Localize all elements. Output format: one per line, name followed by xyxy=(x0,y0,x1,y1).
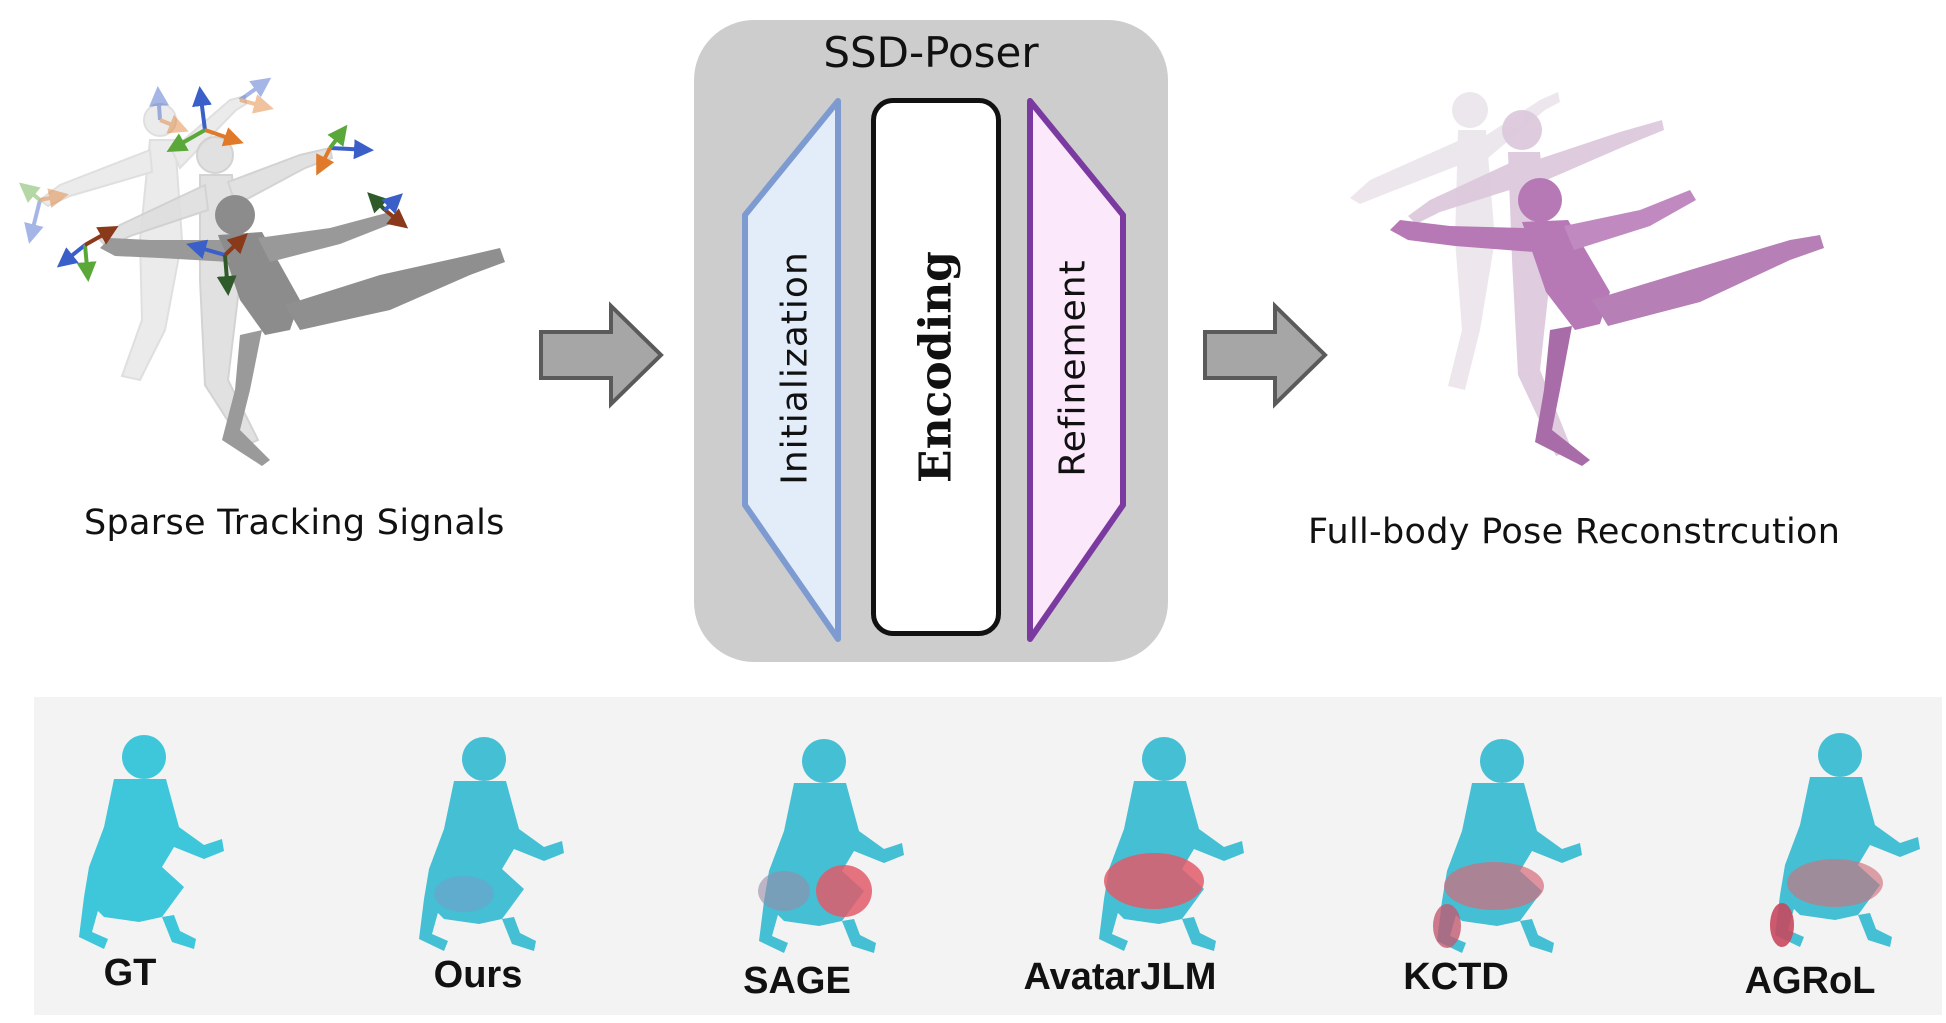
figure-ours xyxy=(419,737,564,951)
head-axes-faint-icon xyxy=(149,77,274,134)
figure-sage xyxy=(758,739,904,953)
ghost-figure-middle xyxy=(98,136,334,448)
head-axes-icon xyxy=(166,86,244,152)
ssd-poser-title: SSD-Poser xyxy=(823,28,1039,77)
method-label-gt: GT xyxy=(103,952,157,994)
input-caption: Sparse Tracking Signals xyxy=(84,503,505,543)
initialization-label: Initialization xyxy=(774,251,816,485)
encoding-stage xyxy=(871,98,1001,636)
comparison-panel xyxy=(34,697,1942,1015)
method-label-agrol: AGRoL xyxy=(1744,960,1876,1002)
output-figure-front xyxy=(1390,178,1824,466)
figure-avatarjlm xyxy=(1099,737,1244,951)
comparison-figures xyxy=(79,733,1920,953)
method-label-sage: SAGE xyxy=(743,960,851,1002)
input-figures xyxy=(18,77,505,466)
figure-kctd xyxy=(1433,739,1582,953)
output-caption: Full-body Pose Reconstrcution xyxy=(1308,512,1841,552)
method-label-kctd: KCTD xyxy=(1403,956,1509,998)
figure-gt xyxy=(79,735,224,949)
figure-agrol xyxy=(1770,733,1920,947)
tracking-axes xyxy=(18,77,409,296)
method-label-avatarjlm: AvatarJLM xyxy=(1023,956,1217,998)
refinement-stage xyxy=(1027,98,1126,642)
method-label-ours: Ours xyxy=(433,954,523,996)
right-hand-axes-icon xyxy=(316,124,374,176)
initialization-stage xyxy=(742,98,841,642)
chest-axes-icon xyxy=(186,233,248,296)
left-hand-faint-axes-icon xyxy=(18,182,69,244)
left-hand-axes-icon xyxy=(56,226,119,282)
encoding-label: Encoding xyxy=(910,251,962,483)
arrow-to-model xyxy=(539,301,664,409)
refinement-label: Refinement xyxy=(1052,259,1094,477)
front-hand-axes-icon xyxy=(367,192,409,229)
output-figures xyxy=(1350,92,1824,466)
arrow-to-output xyxy=(1203,301,1328,409)
